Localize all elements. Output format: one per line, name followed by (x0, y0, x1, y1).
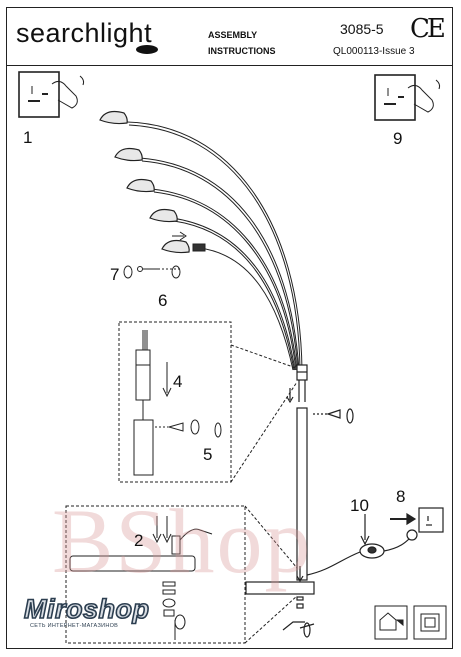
step-label-2: 2 (134, 531, 144, 550)
indoor-use-icon (374, 605, 408, 640)
shade-2 (114, 147, 143, 162)
socket-on-icon-9 (374, 74, 441, 121)
socket-off-icon-1 (18, 71, 85, 118)
product-code: 3085-5 (340, 21, 384, 37)
shade-rotate-arrow (172, 231, 187, 241)
ce-mark: CE (410, 14, 446, 44)
miroshop-logo: Miroshop (23, 593, 150, 625)
shade-1 (99, 110, 128, 125)
step-label-10: 10 (350, 496, 369, 515)
step-label-9: 9 (393, 129, 403, 148)
miroshop-logo-subtitle: СЕТЬ ИНТЕРНЕТ-МАГАЗИНОВ (30, 623, 119, 629)
cable-and-switch (306, 507, 444, 576)
shade-4 (149, 208, 178, 223)
detail-box-base-fixing (65, 505, 298, 644)
step-label-5: 5 (203, 445, 213, 464)
document-code: QL000113-Issue 3 (333, 46, 415, 57)
shade-5 (161, 239, 190, 254)
lamp-arms (126, 121, 303, 371)
shade-3 (126, 178, 155, 193)
header-divider (6, 65, 453, 66)
brand-dot-icon (136, 45, 158, 54)
class-ii-icon (413, 605, 447, 640)
step-label-7: 7 (110, 265, 120, 284)
detail-box-pole-connection (118, 321, 298, 483)
assembly-title: ASSEMBLY INSTRUCTIONS (208, 27, 276, 59)
lamp-base (245, 566, 315, 638)
pole-lower (296, 407, 308, 581)
step-label-8: 8 (396, 487, 406, 506)
step-label-1: 1 (23, 128, 33, 147)
screw-icon-7 (123, 265, 181, 279)
assembly-title-line1: ASSEMBLY (208, 30, 258, 40)
page-frame (6, 7, 453, 649)
lamp-pole (286, 364, 354, 581)
step-label-6: 6 (158, 291, 168, 310)
assembly-title-line2: INSTRUCTIONS (208, 46, 276, 56)
shade-5-holder (192, 243, 206, 252)
step-label-4: 4 (173, 372, 183, 391)
lamp-shades (99, 110, 190, 254)
watermark-text: BShop (52, 490, 313, 592)
brand-name: searchlight (16, 18, 153, 48)
